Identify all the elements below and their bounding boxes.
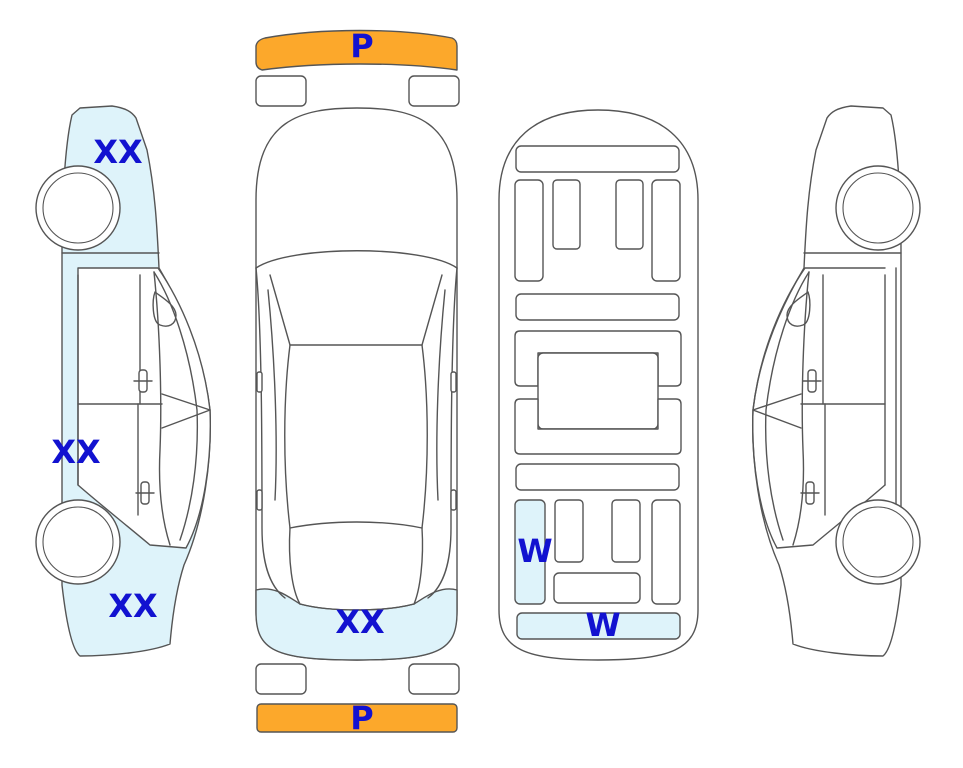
underbody-rear-label: W	[585, 606, 620, 644]
top-view-rear-label: XX	[335, 603, 385, 641]
car-underbody-view: W W	[498, 109, 699, 661]
left-cabin-area	[77, 267, 211, 549]
left-side-rear-label: XX	[108, 587, 158, 625]
left-side-front-label: XX	[93, 133, 143, 171]
front-bumper-label: P	[350, 27, 373, 65]
front-bumper	[255, 29, 458, 71]
underbody-rear-left-panel	[514, 499, 546, 605]
left-front-wheel	[35, 165, 121, 251]
rear-bumper-label: P	[350, 699, 373, 737]
left-rear-wheel	[35, 499, 121, 585]
car-side-view-left: XX XX XX	[35, 105, 211, 657]
underbody-rear-left-label: W	[517, 532, 552, 570]
rear-bumper	[256, 703, 458, 733]
car-top-view: P XX P	[255, 27, 460, 737]
right-front-wheel	[835, 165, 921, 251]
right-rear-wheel	[835, 499, 921, 585]
car-side-view-right	[752, 105, 921, 657]
left-side-middle-label: XX	[51, 433, 101, 471]
underbody-rear-panel	[516, 612, 681, 640]
